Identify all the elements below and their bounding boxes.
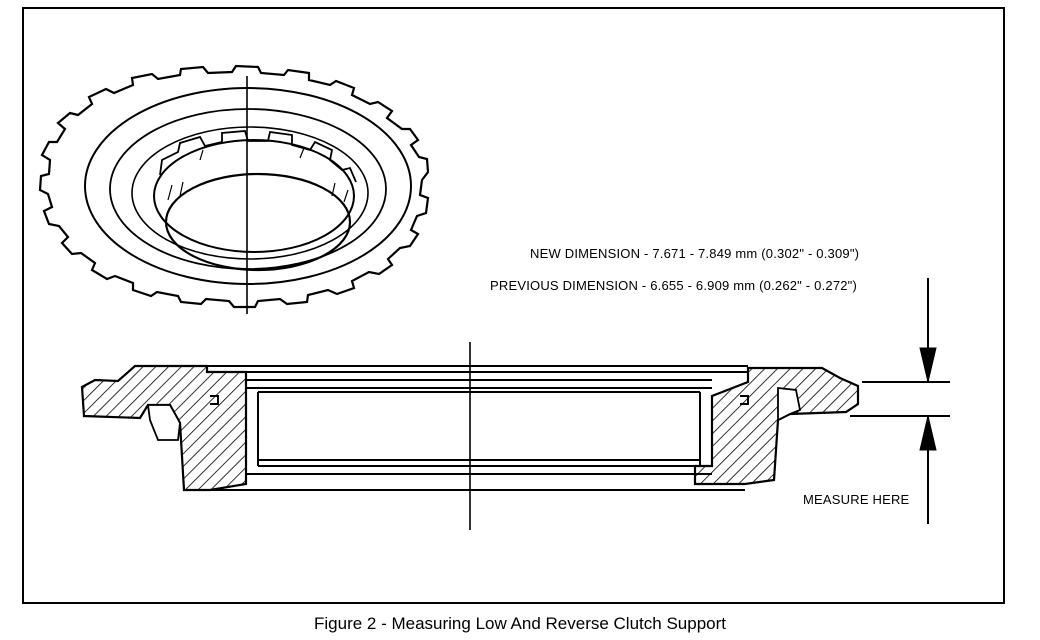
isometric-ring-view: [38, 64, 430, 314]
arrow-down-icon: [919, 347, 937, 383]
bore-opening: [164, 172, 352, 272]
bore-shading: [167, 147, 349, 203]
outer-ring-edge: [84, 87, 412, 285]
left-pocket: [146, 404, 181, 441]
outer-toothed-edge: [38, 64, 430, 309]
ring-groove: [131, 126, 369, 260]
left-section: [80, 364, 248, 492]
dimension-marks: [850, 278, 950, 524]
measure-here-label: MEASURE HERE: [803, 492, 910, 507]
arrow-up-icon: [919, 415, 937, 451]
right-pocket: [777, 386, 802, 422]
right-section: [693, 366, 860, 486]
middle-ring-edge: [109, 108, 387, 270]
inner-splines: [159, 130, 357, 183]
previous-dimension-label: PREVIOUS DIMENSION - 6.655 - 6.909 mm (0…: [490, 278, 858, 293]
figure-caption: Figure 2 - Measuring Low And Reverse Clu…: [314, 614, 726, 633]
cross-section-view: [80, 342, 860, 530]
figure-frame: [22, 7, 1005, 604]
new-dimension-label: NEW DIMENSION - 7.671 - 7.849 mm (0.302"…: [530, 246, 860, 261]
inner-rim: [153, 139, 355, 253]
